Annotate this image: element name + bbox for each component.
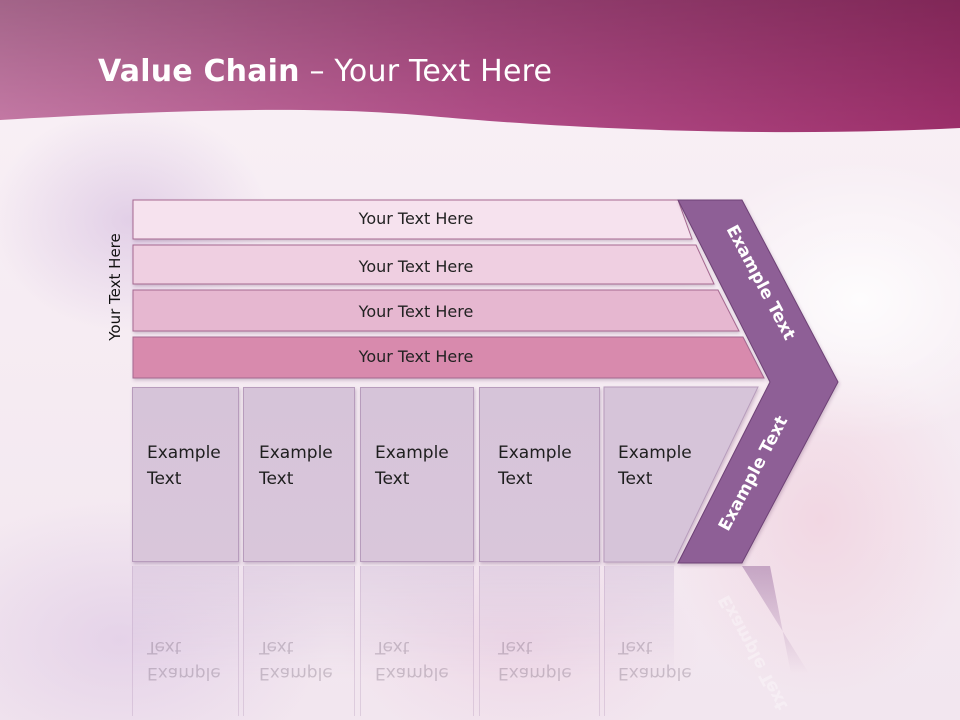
band-3 [132, 289, 740, 332]
box-4 [479, 387, 600, 562]
box-5-reflection-text: Example Text [618, 637, 692, 683]
chevron-arrow [677, 199, 839, 564]
band-2 [132, 244, 715, 285]
box-2-text: Example Text [259, 443, 333, 489]
band-4-label: Your Text Here [358, 347, 474, 366]
header-band [0, 0, 960, 133]
band-4 [132, 336, 765, 379]
box-3-text: Example Text [375, 443, 449, 489]
box-1-text: Example Text [147, 443, 221, 489]
band-1-label: Your Text Here [358, 209, 474, 228]
slide-title-bold: Value Chain [98, 54, 300, 89]
band-1 [132, 199, 693, 240]
chevron-reflection [678, 566, 838, 720]
box-5-reflection [604, 566, 674, 716]
slide-title: Value Chain – Your Text Here [98, 54, 552, 94]
box-2-reflection-text: Example Text [259, 637, 333, 683]
box-2 [243, 387, 355, 562]
box-1-reflection [132, 566, 239, 716]
box-3-reflection [360, 566, 474, 716]
box-1-reflection-text: Example Text [147, 637, 221, 683]
band-2-label: Your Text Here [358, 257, 474, 276]
slide-title-rest: – Your Text Here [299, 54, 553, 89]
box-4-reflection [479, 566, 600, 716]
box-5-shape [603, 386, 759, 563]
box-3-reflection-text: Example Text [375, 637, 449, 683]
chevron-reflection-label: Example Text [715, 592, 792, 714]
box-1 [132, 387, 239, 562]
box-2-reflection [243, 566, 355, 716]
band-3-label: Your Text Here [358, 302, 474, 321]
box-4-reflection-text: Example Text [498, 637, 572, 683]
box-4-text: Example Text [498, 443, 572, 489]
box-3 [360, 387, 474, 562]
box-5-text: Example Text [618, 443, 692, 489]
